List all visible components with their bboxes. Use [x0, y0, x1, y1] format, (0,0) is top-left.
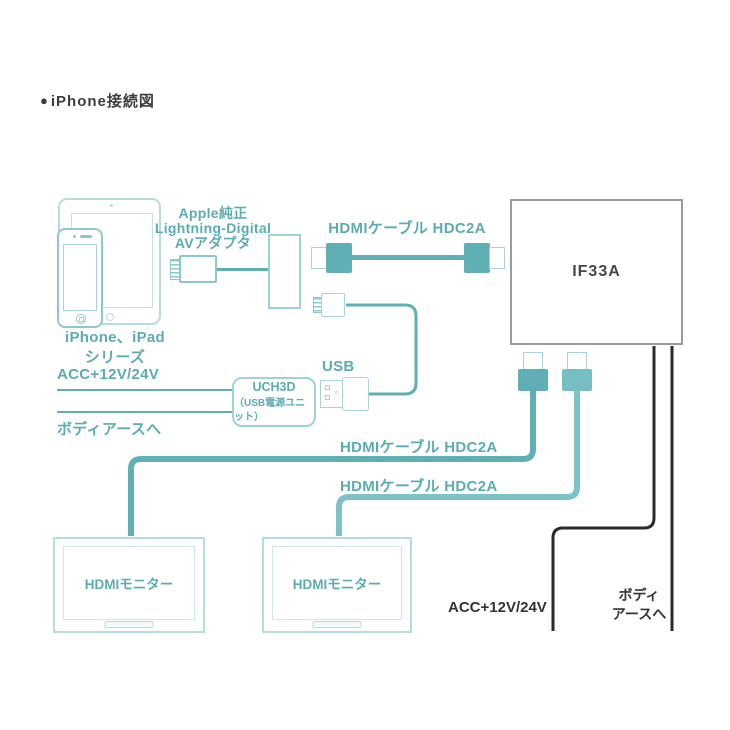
body-ground-label-right: ボディ アースへ — [610, 586, 668, 624]
hdmi-top-cable-line — [352, 255, 465, 260]
monitor-1-screen: HDMIモニター — [63, 546, 195, 620]
body-ground-line1: ボディ — [618, 587, 660, 603]
hdmi-connector-left — [326, 243, 352, 273]
uch3d-unit: UCH3D （USB電源ユニット） — [232, 377, 316, 427]
lightning-cable — [217, 268, 270, 271]
monitor-2-screen: HDMIモニター — [272, 546, 402, 620]
adapter-label-line3: AVアダプタ — [174, 234, 252, 251]
iphone-icon — [57, 228, 103, 328]
usb-label: USB — [322, 358, 355, 375]
iphone-home-button — [76, 314, 86, 324]
page-title-text: iPhone接続図 — [50, 93, 155, 110]
usb-pin-square-1 — [325, 385, 330, 390]
usb-a-connector-icon — [320, 380, 343, 408]
hdmi-out-plug-outline-1 — [523, 352, 543, 370]
uch3d-subtitle: （USB電源ユニット） — [234, 397, 306, 423]
ipad-camera-dot — [110, 204, 113, 207]
body-ground-line2: アースへ — [611, 605, 667, 622]
hdmi-plug-outline-right — [489, 247, 505, 269]
hdmi-out-connector-2 — [562, 369, 592, 391]
acc-power-label-left: ACC+12V/24V — [57, 366, 160, 383]
ipad-home-button — [106, 313, 114, 321]
acc-power-label-right: ACC+12V/24V — [448, 599, 547, 616]
adapter-label-line1: Apple純正 — [178, 205, 248, 221]
hdmi-cable-mid-label: HDMIケーブル HDC2A — [340, 439, 498, 456]
monitor-1-label: HDMIモニター — [84, 577, 174, 592]
hdmi-plug-outline-left — [311, 247, 327, 269]
title-bullet-icon: ● — [40, 93, 49, 108]
lightning-plug-body — [179, 255, 217, 283]
iphone-camera-dot — [73, 235, 76, 238]
hdmi-out-plug-outline-2 — [567, 352, 587, 370]
hdmi-connector-right — [464, 243, 490, 273]
monitor-2-stand — [312, 621, 362, 628]
hdmi-out-connector-1 — [518, 369, 548, 391]
hdmi-monitor-2: HDMIモニター — [262, 537, 412, 633]
adapter-label-line2: Lightning-Digital — [154, 219, 272, 236]
iphone-speaker — [80, 235, 92, 238]
device-series-line2: シリーズ — [84, 349, 146, 367]
body-ground-label-left: ボディアースへ — [57, 421, 162, 438]
usb-pin-dot — [335, 391, 338, 394]
micro-usb-plug-body — [321, 293, 345, 317]
acc-power-line — [57, 389, 232, 391]
page-title: ●iPhone接続図 — [40, 90, 155, 111]
device-series-line1: iPhone、iPad — [65, 329, 165, 346]
device-series-label: iPhone、iPad シリーズ — [45, 328, 185, 369]
monitor-1-stand — [104, 621, 154, 628]
hdmi-cable-2 — [336, 390, 580, 536]
hdmi-cable-low-label: HDMIケーブル HDC2A — [340, 478, 498, 495]
av-adapter-box — [268, 234, 301, 309]
monitor-2-label: HDMIモニター — [292, 577, 382, 592]
hdmi-monitor-1: HDMIモニター — [53, 537, 205, 633]
if33a-unit: IF33A — [510, 199, 683, 345]
usb-a-plug-body — [342, 377, 369, 411]
ground-line — [57, 411, 232, 413]
uch3d-name: UCH3D — [252, 380, 296, 395]
hdmi-cable-top-label: HDMIケーブル HDC2A — [328, 220, 486, 237]
adapter-label: Apple純正 Lightning-Digital AVアダプタ — [148, 206, 278, 250]
usb-pin-square-2 — [325, 395, 330, 400]
if33a-label: IF33A — [572, 263, 621, 280]
iphone-screen — [63, 244, 97, 311]
